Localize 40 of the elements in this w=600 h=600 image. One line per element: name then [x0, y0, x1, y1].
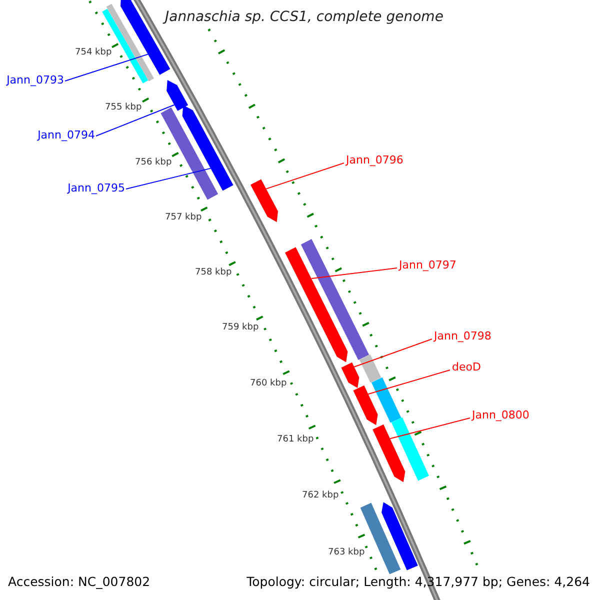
gene-label: deoD: [452, 360, 481, 374]
leader-line: [126, 168, 212, 190]
gene-label: Jann_0795: [68, 182, 125, 194]
leader-line: [311, 268, 398, 279]
gene-label: Jann_0798: [434, 330, 492, 342]
leader-line: [354, 338, 432, 368]
tick-label: 762 kbp: [302, 490, 339, 502]
gene-bar: [359, 354, 382, 383]
gene-block: [353, 385, 378, 426]
gene-block: [166, 80, 188, 111]
tick-label: 756 kbp: [135, 158, 172, 168]
tick-label: 759 kbp: [222, 322, 259, 334]
tick-label: 757 kbp: [165, 212, 202, 224]
leader-line: [266, 162, 344, 190]
gene-label: Jann_0796: [346, 154, 404, 166]
gene-block: [182, 105, 234, 191]
gene-label: Jann_0797: [399, 258, 456, 272]
tick-label: 763 kbp: [328, 548, 365, 558]
leader-line: [64, 54, 149, 82]
accession-note: Accession: NC_007802: [8, 574, 150, 590]
gene-block: [372, 424, 406, 482]
tick-label: 761 kbp: [277, 434, 314, 446]
tick-label: 755 kbp: [105, 102, 142, 114]
map-title: Jannaschia sp. CCS1, complete genome: [165, 8, 444, 26]
gene-block: [250, 179, 278, 222]
gene-label: Jann_0793: [6, 74, 64, 86]
gene-bar: [371, 377, 402, 423]
leader-line: [368, 370, 450, 395]
gene-block: [382, 502, 418, 570]
gene-label: Jann_0800: [472, 408, 530, 422]
leader-line: [96, 104, 175, 136]
gene-label: Jann_0794: [38, 128, 95, 142]
genome-summary: Topology: circular; Length: 4,317,977 bp; Genes: 4,264: [246, 574, 590, 590]
tick-label: 758 kbp: [195, 268, 232, 278]
tick-label: 760 kbp: [250, 378, 287, 390]
gene-bar: [300, 239, 370, 360]
gene-bar: [391, 417, 429, 481]
tick-label: 754 kbp: [75, 48, 112, 58]
gene-block: [341, 362, 360, 388]
gene-block: [285, 247, 348, 362]
